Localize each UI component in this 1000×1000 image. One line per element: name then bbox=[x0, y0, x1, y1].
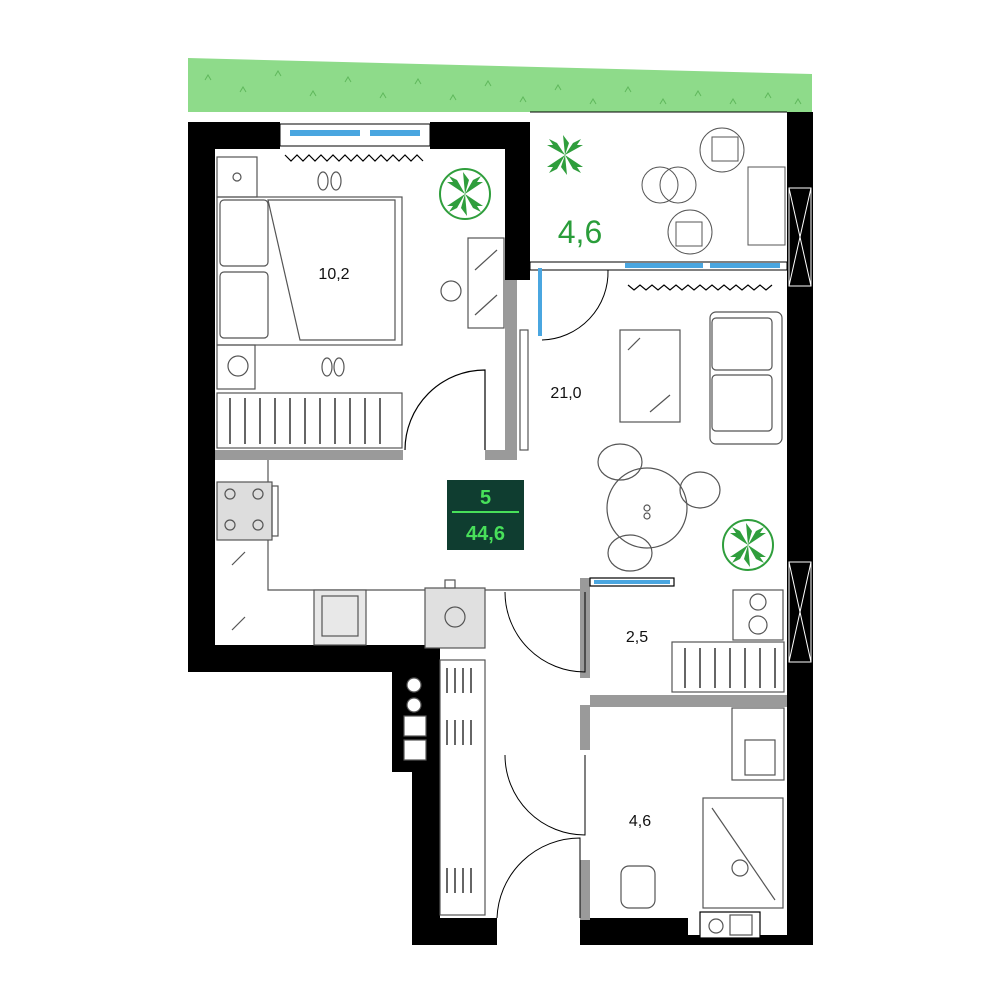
right-wall-windows bbox=[788, 187, 812, 663]
wall-top-bedroom bbox=[188, 122, 280, 149]
balcony-area: 4,6 bbox=[558, 214, 602, 250]
wall-bottom-bath bbox=[688, 935, 813, 945]
balcony bbox=[529, 111, 788, 341]
badge-background bbox=[447, 480, 524, 550]
room-area-bathroom: 4,6 bbox=[629, 813, 651, 830]
lawn-grass-marks bbox=[204, 70, 802, 105]
total-area: 44,6 bbox=[466, 523, 505, 545]
storage-furniture bbox=[589, 577, 785, 693]
apartment-number: 5 bbox=[480, 487, 491, 509]
bedroom-window bbox=[279, 123, 431, 162]
kitchen bbox=[216, 460, 580, 916]
wall-left bbox=[188, 122, 215, 672]
plant-living bbox=[722, 519, 774, 571]
room-area-living: 21,0 bbox=[550, 385, 581, 402]
wall-bottom-entry-right bbox=[580, 918, 688, 945]
room-area-bedroom: 10,2 bbox=[318, 266, 349, 283]
plant-bedroom bbox=[439, 168, 491, 220]
living-furniture bbox=[519, 311, 783, 572]
apartment-badge: 5 44,6 bbox=[447, 480, 524, 550]
lawn-strip bbox=[188, 58, 812, 112]
interior-partitions bbox=[215, 280, 787, 920]
wall-bottom-entry-left bbox=[412, 918, 497, 945]
wall-bedroom-balcony bbox=[505, 122, 530, 280]
room-area-storage: 2,5 bbox=[626, 629, 648, 646]
doors bbox=[496, 591, 586, 919]
wall-balcony-stub bbox=[787, 112, 813, 124]
plant-balcony bbox=[547, 135, 583, 175]
bathroom-fixtures bbox=[620, 707, 785, 939]
bedroom-furniture bbox=[216, 156, 505, 451]
wall-corridor-left bbox=[412, 650, 440, 945]
wall-bottom-left bbox=[188, 645, 440, 672]
